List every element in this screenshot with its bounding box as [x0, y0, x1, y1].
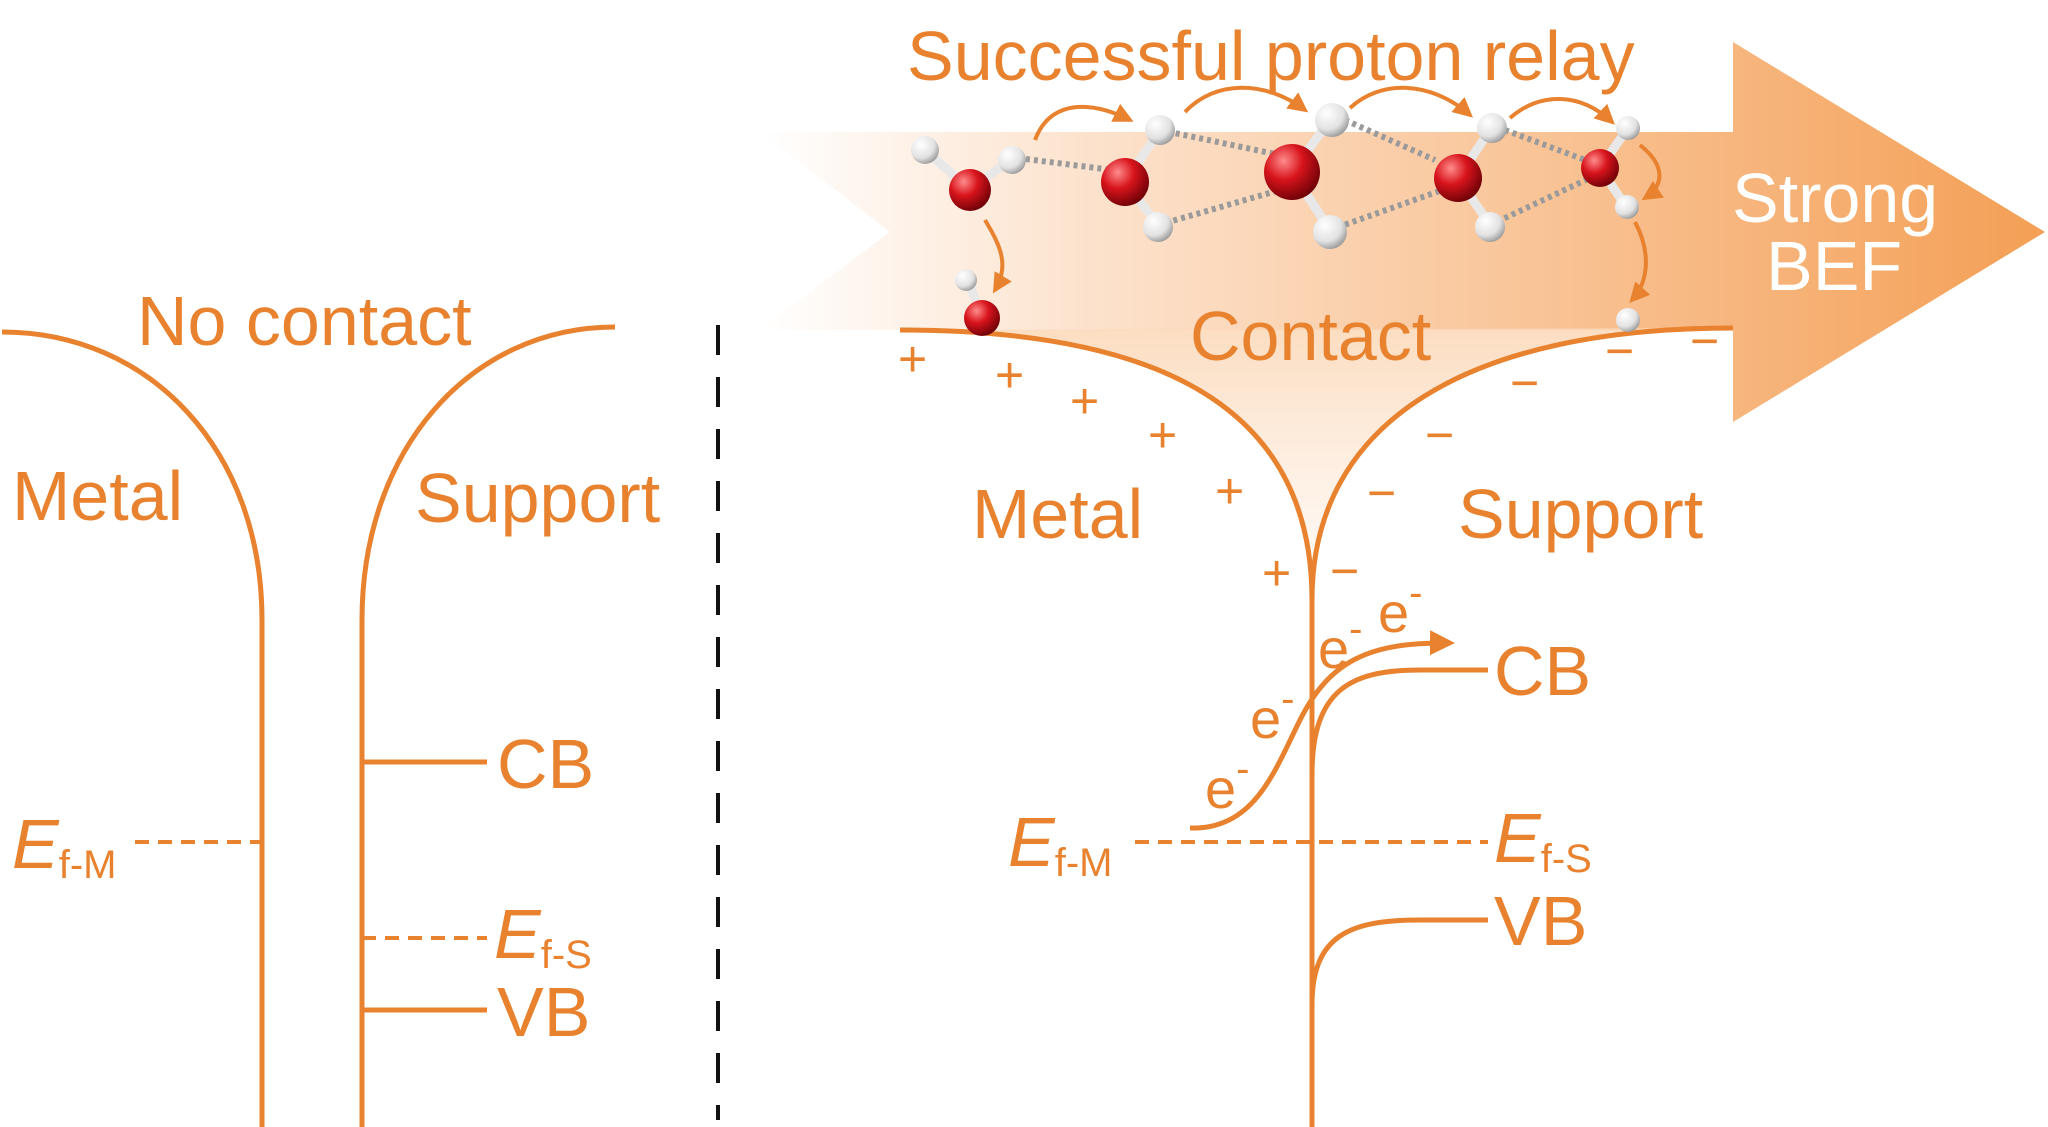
right-cb-band	[1309, 667, 1488, 776]
right-ef-support-label: Ef-S	[1494, 799, 1592, 881]
left-support-band-curve	[359, 324, 616, 1127]
oxygen-atom	[1264, 144, 1320, 200]
minus-sign: −	[1425, 407, 1454, 463]
right-cb-label: CB	[1494, 632, 1591, 710]
left-cb-label: CB	[497, 725, 594, 803]
bef-label-line1: Strong	[1732, 159, 1938, 237]
right-metal-label: Metal	[972, 475, 1143, 553]
hydrogen-bond	[1488, 175, 1592, 228]
left-ef-metal-label: Ef-M	[12, 805, 116, 887]
right-support-band-curve	[1309, 325, 1734, 601]
electron-label: e-	[1378, 571, 1422, 644]
left-metal-band-curve	[1, 329, 265, 1127]
minus-sign: −	[1605, 323, 1634, 379]
plus-sign: +	[1262, 545, 1291, 601]
right-ef-metal-label: Ef-M	[1008, 803, 1112, 885]
relay-title: Successful proton relay	[907, 17, 1635, 95]
minus-sign: −	[1367, 465, 1396, 521]
left-metal-label: Metal	[12, 457, 183, 535]
hydrogen-atom	[1615, 195, 1639, 219]
plus-sign: +	[898, 331, 927, 387]
contact-label: Contact	[1190, 297, 1431, 375]
hydrogen-atom	[1475, 212, 1505, 242]
relay-arrow	[983, 218, 1012, 294]
no-contact-title: No contact	[137, 282, 472, 360]
relay-arrow	[1508, 97, 1615, 125]
relay-arrow	[1033, 103, 1134, 141]
relay-arrow	[1183, 85, 1309, 114]
hydrogen-atom	[955, 269, 977, 291]
oxygen-atom	[1101, 158, 1149, 206]
electron-flow-arrow	[1189, 630, 1455, 831]
relay-arrow	[1629, 221, 1651, 303]
left-vb-label: VB	[497, 973, 590, 1051]
hydrogen-atom	[1143, 212, 1173, 242]
hydrogen-atom	[1313, 215, 1347, 249]
hydrogen-bond	[1503, 127, 1587, 163]
hydrogen-atom	[1616, 308, 1640, 332]
electron-label: e-	[1318, 607, 1362, 680]
right-vb-label: VB	[1494, 882, 1587, 960]
electron-label: e-	[1205, 747, 1249, 820]
right-vb-band	[1309, 917, 1488, 1006]
hydrogen-atom	[1315, 103, 1349, 137]
right-panel: Successful proton relay Strong BEF Conta…	[760, 17, 2045, 1127]
oxygen-atom	[949, 169, 991, 211]
minus-sign: −	[1690, 313, 1719, 369]
relay-arrow	[1348, 85, 1474, 118]
left-panel: No contact Metal Support CB Ef-M Ef-S VB	[1, 282, 660, 1127]
plus-sign: +	[995, 347, 1024, 403]
oxygen-atom	[964, 300, 1000, 336]
proton-relay-chain	[911, 85, 1664, 336]
bef-label-line2: BEF	[1766, 227, 1902, 305]
left-support-label: Support	[415, 459, 660, 537]
plus-sign: +	[1070, 373, 1099, 429]
minus-sign: −	[1330, 543, 1359, 599]
hydrogen-atom	[1477, 113, 1507, 143]
oxygen-atom	[1434, 154, 1482, 202]
plus-sign: +	[1215, 463, 1244, 519]
contact-funnel-fill	[900, 328, 1733, 600]
right-metal-band-curve	[899, 327, 1315, 1127]
oxygen-atom	[1581, 149, 1619, 187]
hydrogen-atom	[1145, 115, 1175, 145]
hydrogen-bond	[1343, 117, 1437, 163]
relay-arrow	[1638, 143, 1664, 201]
plus-sign: +	[1148, 407, 1177, 463]
hydrogen-atom	[998, 146, 1026, 174]
minus-sign: −	[1510, 355, 1539, 411]
hydrogen-atom	[1616, 116, 1640, 140]
left-ef-support-label: Ef-S	[494, 895, 592, 977]
hydrogen-bond	[1157, 187, 1281, 228]
right-support-label: Support	[1458, 475, 1703, 553]
electron-label: e-	[1250, 677, 1294, 750]
hydrogen-atom	[911, 136, 939, 164]
hydrogen-bond	[1328, 185, 1450, 233]
